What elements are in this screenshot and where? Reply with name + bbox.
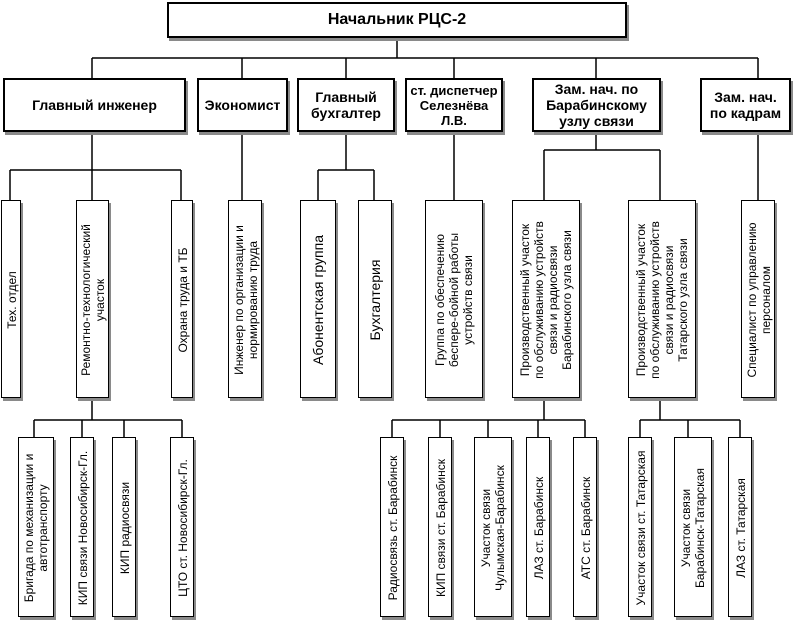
head-box: Начальник РЦС-2 — [167, 2, 627, 38]
kip-barabinsk-label: КИП связи ст. Барабинск — [434, 458, 448, 598]
chief-accountant-box: Главный бухгалтер — [297, 78, 395, 132]
economist-box: Экономист — [197, 78, 288, 132]
laz-barabinsk-label: ЛАЗ ст. Барабинск — [532, 476, 546, 580]
deputy-barabinsk-label: Зам. нач. по Барабинскому узлу связи — [546, 81, 647, 129]
tatarsk-section-label: Производственный участок по обслуживанию… — [634, 221, 690, 379]
cto-novosibirsk-box: ЦТО ст. Новосибирск-Гл. — [170, 437, 194, 617]
kip-barabinsk-box: КИП связи ст. Барабинск — [428, 437, 452, 617]
uninterrupted-group-box: Группа по обеспечению беспере-бойной раб… — [425, 200, 483, 398]
labor-engineer-box: Инженер по организации и нормированию тр… — [228, 200, 262, 398]
dispatcher-box: ст. диспетчер Селезнёва Л.В. — [405, 78, 503, 132]
barabinsk-tatarsk-box: Участок связи Барабинск-Татарская — [674, 437, 712, 617]
repair-section-label: Ремонтно-технологический участок — [79, 224, 107, 376]
barabinsk-section-box: Производственный участок по обслуживанию… — [512, 200, 580, 398]
deputy-barabinsk-box: Зам. нач. по Барабинскому узлу связи — [532, 78, 661, 132]
chief-accountant-label: Главный бухгалтер — [311, 89, 381, 121]
labor-safety-label: Охрана труда и ТБ — [176, 247, 190, 353]
barabinsk-tatarsk-label: Участок связи Барабинск-Татарская — [679, 468, 707, 588]
accounting-label: Бухгалтерия — [367, 259, 383, 341]
tatarsk-station-section-box: Участок связи ст. Татарская — [628, 437, 652, 617]
subscriber-group-label: Абонентская группа — [310, 234, 326, 366]
mechanization-brigade-box: Бригада по механизации и автотранспорту — [18, 437, 54, 617]
hr-specialist-label: Специалист по управлению персоналом — [745, 222, 773, 378]
ats-barabinsk-box: АТС ст. Барабинск — [573, 437, 597, 617]
deputy-hr-label: Зам. нач. по кадрам — [709, 89, 782, 121]
tatarsk-station-section-label: Участок связи ст. Татарская — [634, 450, 648, 606]
laz-barabinsk-box: ЛАЗ ст. Барабинск — [526, 437, 550, 617]
uninterrupted-group-label: Группа по обеспечению беспере-бойной раб… — [433, 232, 475, 368]
laz-tatarsk-box: ЛАЗ ст. Татарская — [728, 437, 752, 617]
barabinsk-section-label: Производственный участок по обслуживанию… — [518, 221, 574, 379]
kip-radio-box: КИП радиосвязи — [112, 437, 136, 617]
laz-tatarsk-label: ЛАЗ ст. Татарская — [734, 478, 748, 578]
deputy-hr-box: Зам. нач. по кадрам — [700, 78, 791, 132]
tech-dept-box: Тех. отдел — [1, 200, 21, 398]
chief-engineer-label: Главный инженер — [32, 97, 157, 113]
dispatcher-label: ст. диспетчер Селезнёва Л.В. — [410, 82, 498, 128]
kip-novosibirsk-label: КИП связи Новосибирск-Гл. — [76, 450, 90, 606]
head-title: Начальник РЦС-2 — [327, 11, 467, 28]
cto-novosibirsk-label: ЦТО ст. Новосибирск-Гл. — [176, 459, 190, 597]
labor-engineer-label: Инженер по организации и нормированию тр… — [232, 225, 260, 375]
subscriber-group-box: Абонентская группа — [300, 200, 336, 398]
radio-barabinsk-label: Радиосвязь ст. Барабинск — [386, 455, 400, 601]
accounting-box: Бухгалтерия — [358, 200, 392, 398]
kip-novosibirsk-box: КИП связи Новосибирск-Гл. — [70, 437, 94, 617]
mechanization-brigade-label: Бригада по механизации и автотранспорту — [22, 453, 50, 603]
chulym-barabinsk-label: Участок связи Чулымская-Барабинск — [479, 465, 507, 591]
chulym-barabinsk-box: Участок связи Чулымская-Барабинск — [474, 437, 512, 617]
labor-safety-box: Охрана труда и ТБ — [171, 200, 193, 398]
ats-barabinsk-label: АТС ст. Барабинск — [579, 476, 593, 580]
tatarsk-section-box: Производственный участок по обслуживанию… — [628, 200, 696, 398]
radio-barabinsk-box: Радиосвязь ст. Барабинск — [380, 437, 404, 617]
hr-specialist-box: Специалист по управлению персоналом — [741, 200, 775, 398]
chief-engineer-box: Главный инженер — [3, 78, 186, 132]
kip-radio-label: КИП радиосвязи — [118, 481, 132, 575]
repair-section-box: Ремонтно-технологический участок — [76, 200, 109, 398]
tech-dept-label: Тех. отдел — [5, 271, 19, 329]
economist-label: Экономист — [204, 97, 281, 113]
